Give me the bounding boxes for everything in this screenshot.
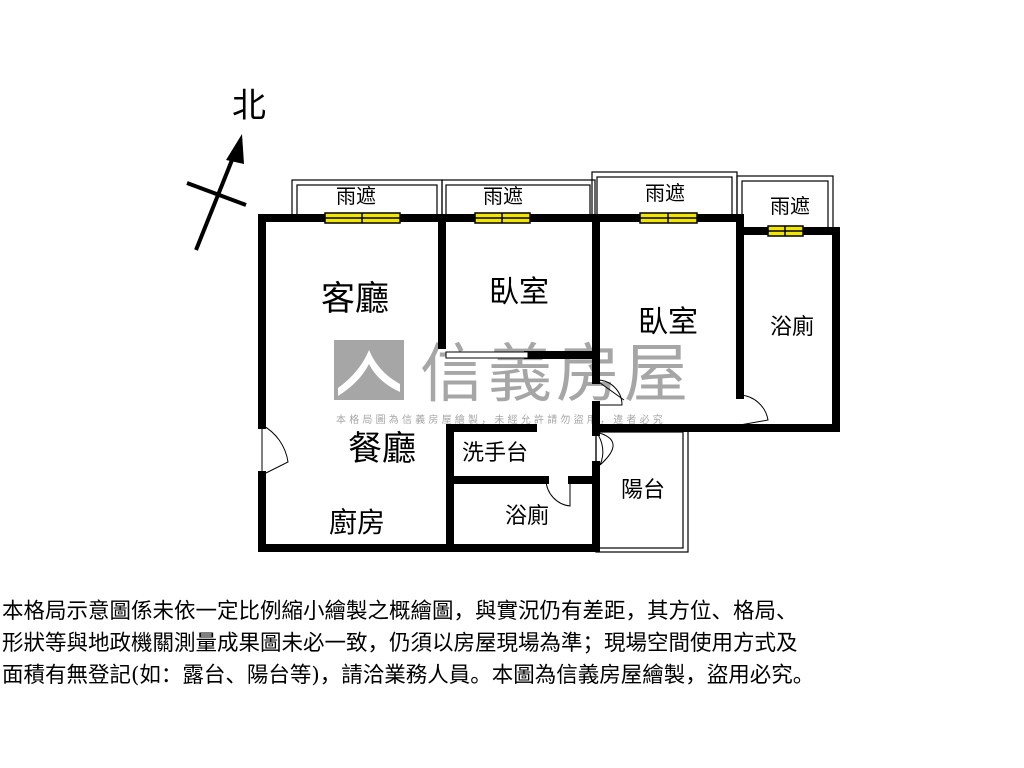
bedroom-label: 臥室 <box>638 305 698 340</box>
kitchen-label: 廚房 <box>329 506 385 539</box>
windows <box>324 212 804 237</box>
rain-cover-label: 雨遮 <box>770 194 810 218</box>
bedroom-label: 臥室 <box>489 275 549 310</box>
disclaimer-line: 本格局示意圖係未依一定比例縮小繪製之概繪圖，與實況仍有差距，其方位、格局、 <box>2 599 798 624</box>
living-room-label: 客廳 <box>321 279 389 319</box>
rain-cover-label: 雨遮 <box>336 184 376 208</box>
north-label: 北 <box>232 86 266 126</box>
disclaimer-line: 面積有無登記(如：露台、陽台等)，請洽業務人員。本圖為信義房屋繪製，盜用必究。 <box>2 663 815 688</box>
watermark-brand: 信義房屋 <box>420 338 692 412</box>
rain-cover-label: 雨遮 <box>645 181 685 205</box>
interior-window <box>445 351 529 359</box>
walls <box>258 214 840 552</box>
bathroom-label: 浴廁 <box>770 315 814 340</box>
bathroom-label: 浴廁 <box>505 504 549 529</box>
disclaimer-line: 形狀等與地政機關測量成果圖未必一致，仍須以房屋現場為準；現場空間使用方式及 <box>2 631 798 656</box>
watermark-logo <box>334 340 404 400</box>
rain-cover-label: 雨遮 <box>483 184 523 208</box>
disclaimer: 本格局示意圖係未依一定比例縮小繪製之概繪圖，與實況仍有差距，其方位、格局、 形狀… <box>2 596 1024 692</box>
watermark-notice: 本格局圖為信義房屋繪製，未經允許請勿盜用，違者必究 <box>336 413 666 426</box>
dining-room-label: 餐廳 <box>348 429 416 469</box>
balcony-label: 陽台 <box>621 478 665 503</box>
wash-basin-label: 洗手台 <box>462 441 528 466</box>
north-arrow-icon <box>186 134 247 251</box>
doors <box>261 379 769 507</box>
